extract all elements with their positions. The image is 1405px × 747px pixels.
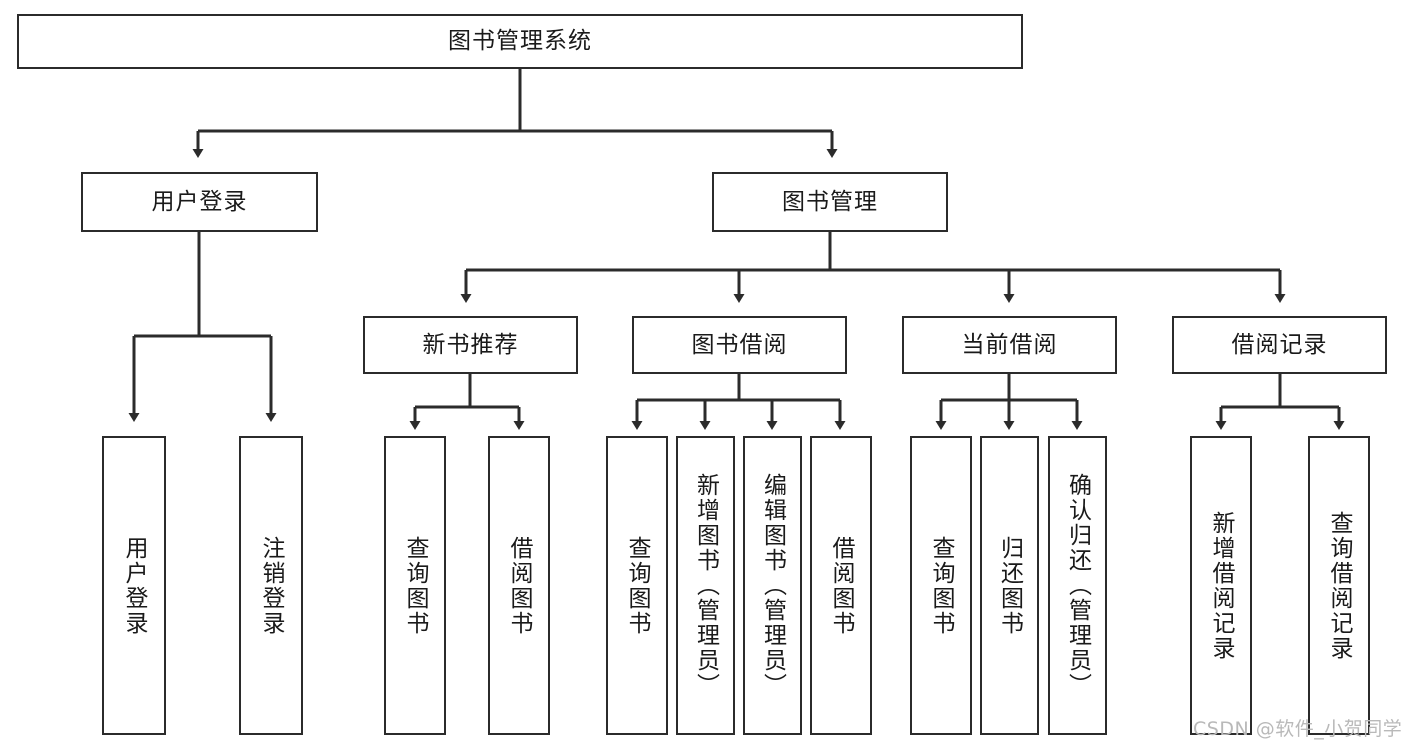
- leaf-new-book-query-books[interactable]: 查询图书: [384, 436, 446, 735]
- node-book-borrowing[interactable]: 图书借阅: [632, 316, 847, 374]
- leaf-borrow-add-book-admin[interactable]: 新增图书（管理员）: [676, 436, 735, 735]
- leaf-user-login-logout[interactable]: 注销登录: [239, 436, 303, 735]
- leaf-current-confirm-return-admin[interactable]: 确认归还（管理员）: [1048, 436, 1107, 735]
- leaf-current-return-books[interactable]: 归还图书: [980, 436, 1039, 735]
- node-user-login[interactable]: 用户登录: [81, 172, 318, 232]
- node-borrowing-records[interactable]: 借阅记录: [1172, 316, 1387, 374]
- node-new-book-recommendation[interactable]: 新书推荐: [363, 316, 578, 374]
- node-current-borrowing[interactable]: 当前借阅: [902, 316, 1117, 374]
- leaf-current-query-books[interactable]: 查询图书: [910, 436, 972, 735]
- leaf-borrow-borrow-books[interactable]: 借阅图书: [810, 436, 872, 735]
- leaf-user-login-login[interactable]: 用户登录: [102, 436, 166, 735]
- node-root-book-management-system[interactable]: 图书管理系统: [17, 14, 1023, 69]
- node-book-management[interactable]: 图书管理: [712, 172, 948, 232]
- leaf-records-add-record[interactable]: 新增借阅记录: [1190, 436, 1252, 735]
- leaf-new-book-borrow-books[interactable]: 借阅图书: [488, 436, 550, 735]
- leaf-borrow-edit-book-admin[interactable]: 编辑图书（管理员）: [743, 436, 802, 735]
- leaf-records-query-record[interactable]: 查询借阅记录: [1308, 436, 1370, 735]
- leaf-borrow-query-books[interactable]: 查询图书: [606, 436, 668, 735]
